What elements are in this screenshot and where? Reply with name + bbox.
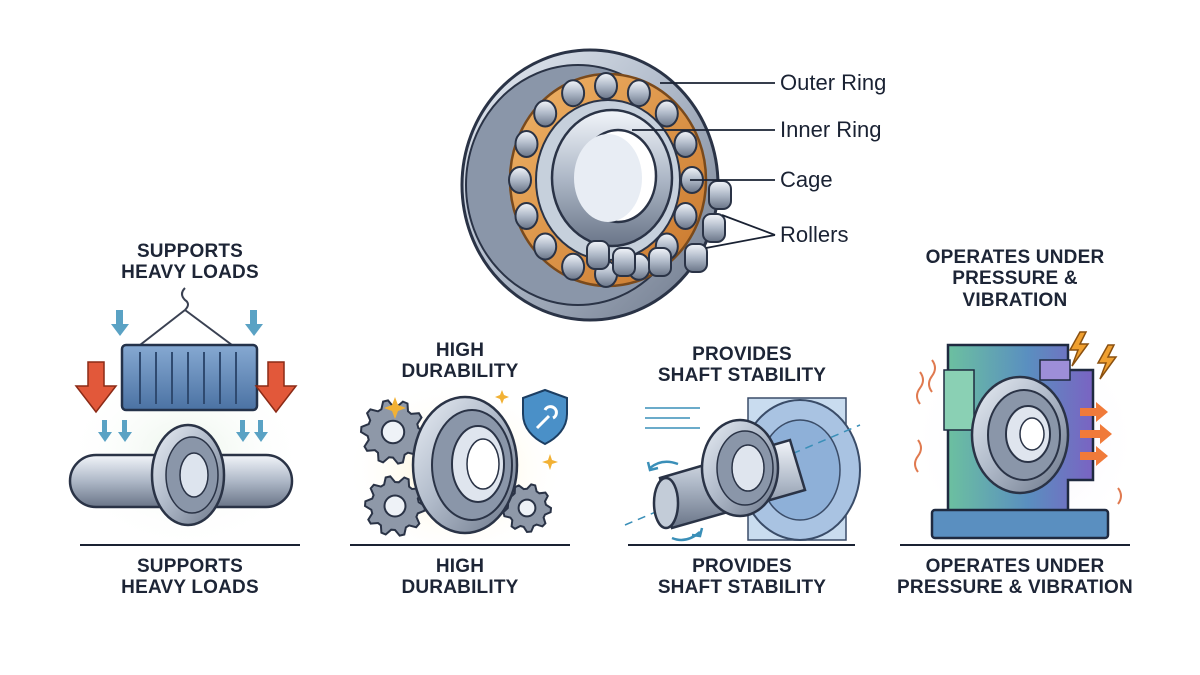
pressure-vibration-caption: OPERATES UNDER PRESSURE & VIBRATION <box>890 556 1140 599</box>
heavy-loads-title-line1: SUPPORTS <box>136 241 244 262</box>
pressure-vibration-caption-line1: OPERATES UNDER <box>925 556 1105 577</box>
roller <box>708 180 732 210</box>
heavy-loads-title-line2: HEAVY LOADS <box>121 262 259 284</box>
sparkle-icon <box>384 390 558 470</box>
roller <box>702 213 726 243</box>
pressure-vibration-illustration <box>900 330 1140 550</box>
durability-caption: HIGH DURABILITY <box>360 556 560 599</box>
main-bearing-icon <box>460 48 720 322</box>
shaft-stability-title: PROVIDES SHAFT STABILITY <box>628 344 856 387</box>
durability-caption-line2: DURABILITY <box>401 577 519 599</box>
shaft-stability-caption-line2: SHAFT STABILITY <box>657 577 827 599</box>
roller <box>673 202 698 230</box>
roller <box>533 232 558 261</box>
inner-ring-label: Inner Ring <box>780 117 882 142</box>
heavy-loads-caption-line1: SUPPORTS <box>136 556 244 577</box>
heavy-loads-caption: SUPPORTS HEAVY LOADS <box>80 556 300 599</box>
roller <box>626 79 651 108</box>
outer-ring-label: Outer Ring <box>780 70 887 95</box>
callout-lines <box>632 82 776 249</box>
shield-wrench-icon <box>522 388 568 446</box>
roller <box>648 247 672 277</box>
roller <box>654 99 679 128</box>
rollers-leader-2 <box>705 234 776 249</box>
shaft-stability-illustration <box>624 397 861 546</box>
roller <box>586 240 610 270</box>
gear-hub <box>380 419 406 445</box>
roller <box>533 99 558 128</box>
pressure-vibration-title-line3: VIBRATION <box>962 289 1068 311</box>
chain-hook-icon <box>139 287 233 346</box>
roller <box>514 130 539 158</box>
gear-icon <box>359 399 553 537</box>
heavy-loads-title: SUPPORTS HEAVY LOADS <box>80 241 300 284</box>
roller <box>594 72 618 100</box>
roller <box>514 202 539 230</box>
container-icon <box>120 343 259 412</box>
pressure-vibration-title-line2: PRESSURE & <box>952 268 1078 290</box>
heat-wave-icon <box>914 359 1122 505</box>
durability-caption-line1: HIGH <box>435 556 485 577</box>
roller <box>673 130 698 158</box>
roller <box>612 247 636 277</box>
pressure-vibration-title-line1: OPERATES UNDER <box>925 247 1105 268</box>
heavy-loads-caption-line2: HEAVY LOADS <box>121 577 259 599</box>
rollers-leader-1 <box>721 214 776 236</box>
roller <box>684 243 708 273</box>
cage-label: Cage <box>780 167 833 192</box>
durability-title-line1: HIGH <box>435 340 485 361</box>
heavy-loads-illustration <box>65 287 305 550</box>
durability-title-line2: DURABILITY <box>401 361 519 383</box>
rotation-arrow-icon <box>646 460 704 542</box>
bearing-rollers <box>508 72 732 288</box>
pressure-arrows <box>1080 402 1112 466</box>
gear-hub <box>517 498 537 518</box>
shaft-stability-title-line2: SHAFT STABILITY <box>657 365 827 387</box>
gear-hub <box>383 494 407 518</box>
rollers-label: Rollers <box>780 222 849 247</box>
pressure-vibration-caption-line2: PRESSURE & VIBRATION <box>897 577 1133 599</box>
shaft-stability-caption: PROVIDES SHAFT STABILITY <box>628 556 856 599</box>
durability-illustration <box>345 380 570 560</box>
shaft-stability-title-line1: PROVIDES <box>692 344 792 365</box>
pressure-vibration-title: OPERATES UNDER PRESSURE & VIBRATION <box>900 247 1130 311</box>
roller <box>561 79 586 108</box>
lightning-icon <box>1068 331 1118 380</box>
roller <box>508 166 532 194</box>
shaft-stability-caption-line1: PROVIDES <box>692 556 792 577</box>
roller <box>561 252 586 281</box>
durability-title: HIGH DURABILITY <box>360 340 560 383</box>
blue-arrows <box>98 310 268 442</box>
down-arrow-icon <box>74 361 298 414</box>
